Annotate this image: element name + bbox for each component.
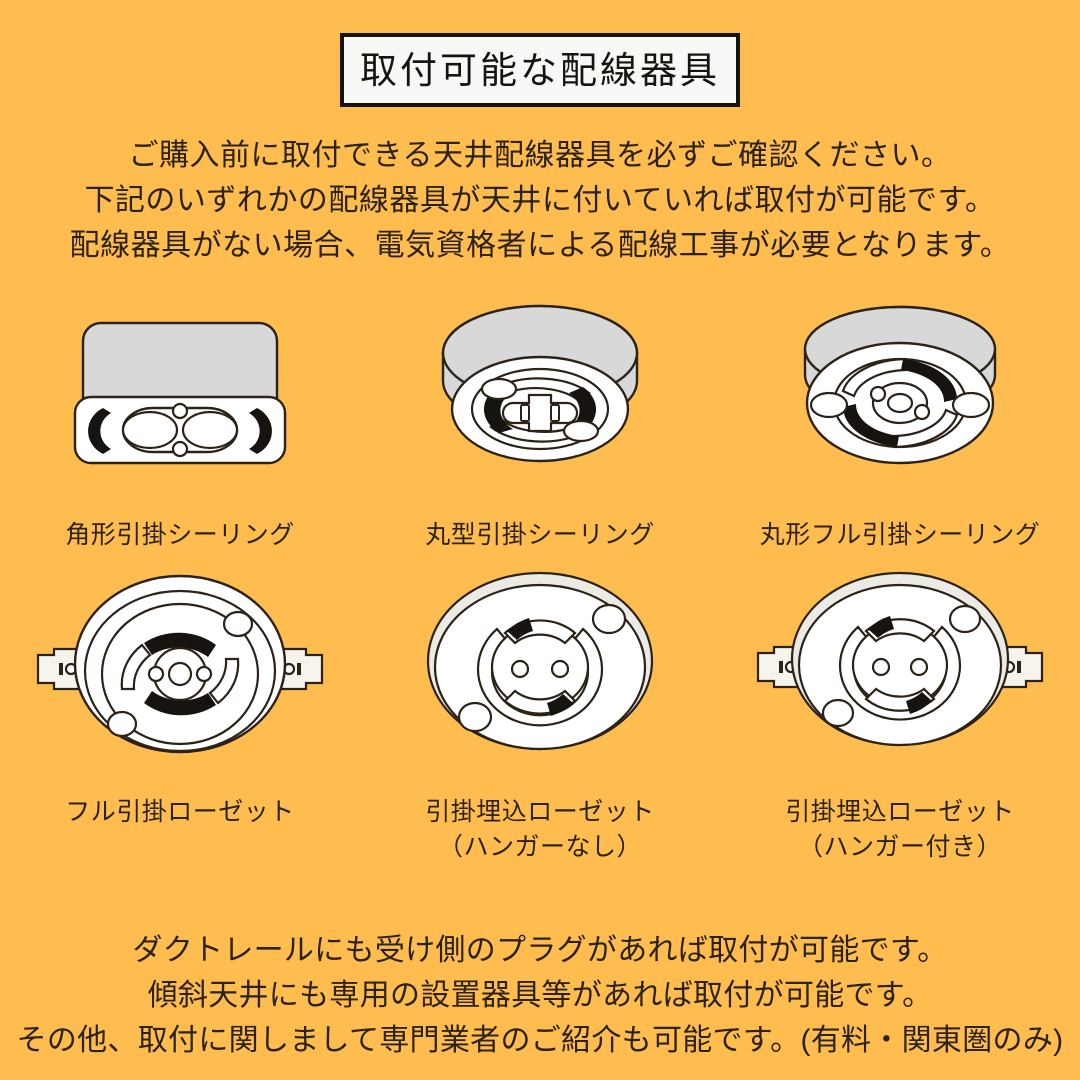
embedded-rosette-no-hanger-illustration	[375, 553, 705, 783]
title-banner: 取付可能な配線器具	[0, 33, 1080, 107]
fixture-caption-line-1: 角形引掛シーリング	[65, 521, 295, 549]
footer-line-2: 傾斜天井にも専用の設置器具等があれば取付が可能です。	[147, 979, 933, 1012]
fixture-caption: 角形引掛シーリング	[65, 518, 295, 553]
fixture-item-full-hikkake-rosette: フル引掛ローゼット	[0, 553, 360, 865]
fixture-row-2: フル引掛ローゼット	[0, 553, 1080, 865]
fixture-caption: 丸型引掛シーリング	[425, 518, 655, 553]
title-box: 取付可能な配線器具	[340, 33, 740, 107]
intro-line-2: 下記のいずれかの配線器具が天井に付いていれば取付が可能です。	[84, 184, 996, 217]
intro-line-1: ご購入前に取付できる天井配線器具を必ずご確認ください。	[128, 139, 952, 172]
fixture-caption-line-1: 引掛埋込ローゼット	[425, 798, 655, 826]
full-hikkake-rosette-illustration	[15, 553, 345, 783]
fixture-caption-line-1: 引掛埋込ローゼット	[785, 798, 1015, 826]
page-title: 取付可能な配線器具	[360, 49, 720, 91]
fixture-caption: 引掛埋込ローゼット （ハンガーなし）	[425, 795, 655, 865]
fixture-item-marugata-full-hikkake-ceiling: 丸形フル引掛シーリング	[720, 283, 1080, 553]
fixture-item-hikkake-umekomi-rosette-with-hanger: 引掛埋込ローゼット （ハンガー付き）	[720, 553, 1080, 865]
fixture-caption-line-2: （ハンガーなし）	[437, 833, 642, 861]
fixture-caption-line-1: 丸形フル引掛シーリング	[759, 521, 1041, 549]
fixture-caption: フル引掛ローゼット	[65, 795, 295, 830]
fixture-caption-line-2: （ハンガー付き）	[797, 833, 1002, 861]
fixture-caption-line-1: フル引掛ローゼット	[65, 798, 295, 826]
footer-paragraph: ダクトレールにも受け側のプラグがあれば取付が可能です。 傾斜天井にも専用の設置器…	[0, 928, 1080, 1063]
fixture-caption-line-1: 丸型引掛シーリング	[425, 521, 655, 549]
fixture-item-kakugata-hikkake-ceiling: 角形引掛シーリング	[0, 283, 360, 553]
footer-line-3: その他、取付に関しまして専門業者のご紹介も可能です。(有料・関東圏のみ)	[16, 1024, 1064, 1057]
round-full-ceiling-rosette-illustration	[735, 283, 1065, 498]
fixture-grid: 角形引掛シーリング	[0, 283, 1080, 865]
intro-paragraph: ご購入前に取付できる天井配線器具を必ずご確認ください。 下記のいずれかの配線器具…	[0, 133, 1080, 268]
fixture-row-1: 角形引掛シーリング	[0, 283, 1080, 553]
embedded-rosette-with-hanger-illustration	[735, 553, 1065, 783]
fixture-caption: 丸形フル引掛シーリング	[760, 518, 1041, 553]
fixture-item-hikkake-umekomi-rosette-no-hanger: 引掛埋込ローゼット （ハンガーなし）	[360, 553, 720, 865]
fixture-item-marugata-hikkake-ceiling: 丸型引掛シーリング	[360, 283, 720, 553]
footer-line-1: ダクトレールにも受け側のプラグがあれば取付が可能です。	[132, 934, 948, 967]
square-ceiling-rosette-illustration	[15, 283, 345, 498]
intro-line-3: 配線器具がない場合、電気資格者による配線工事が必要となります。	[69, 229, 1011, 262]
fixture-caption: 引掛埋込ローゼット （ハンガー付き）	[785, 795, 1015, 865]
round-ceiling-rosette-illustration	[375, 283, 705, 498]
